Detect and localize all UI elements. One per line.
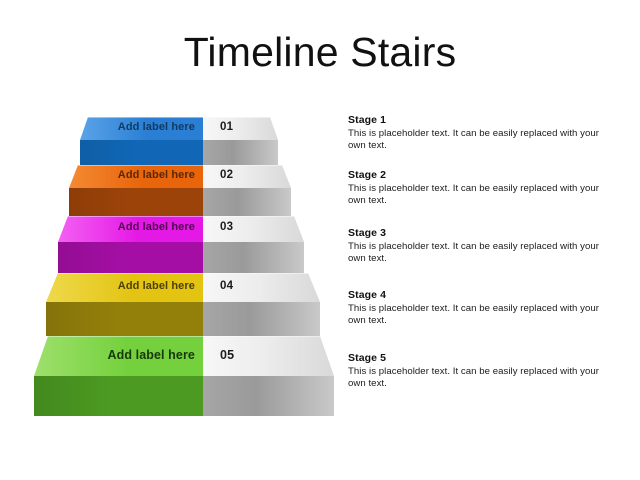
stage-title-3: Stage 3 xyxy=(348,227,387,239)
stage-body-3: This is placeholder text. It can be easi… xyxy=(348,241,600,265)
stair-step-label-03: Add label here xyxy=(117,221,195,233)
stair-step-label-02: Add label here xyxy=(117,168,195,181)
stair-step-number-04: 04 xyxy=(220,279,234,292)
stair-step-number-02: 02 xyxy=(220,168,234,181)
stage-body-4: This is placeholder text. It can be easi… xyxy=(348,303,600,327)
stair-step-label-01: Add label here xyxy=(117,120,195,133)
page-title: Timeline Stairs xyxy=(183,29,457,75)
stair-step-04[interactable]: Add label here 04 xyxy=(46,273,320,336)
stair-step-number-05: 05 xyxy=(220,348,235,362)
stage-block-2: Stage 2 This is placeholder text. It can … xyxy=(348,168,610,208)
stage-body-2: This is placeholder text. It can be easi… xyxy=(348,183,600,207)
stage-title-2: Stage 2 xyxy=(348,169,387,181)
stage-block-1: Stage 1 This is placeholder text. It can … xyxy=(348,113,610,153)
stage-block-5: Stage 5 This is placeholder text. It can … xyxy=(348,351,610,391)
stage-title-4: Stage 4 xyxy=(348,289,387,301)
stage-body-1: This is placeholder text. It can be easi… xyxy=(348,128,600,152)
stair-step-number-03: 03 xyxy=(220,221,234,233)
stair-step-03[interactable]: Add label here 03 xyxy=(58,216,304,273)
stage-block-3: Stage 3 This is placeholder text. It can … xyxy=(348,226,610,266)
stage-title-1: Stage 1 xyxy=(348,114,387,126)
stair-step-02[interactable]: Add label here 02 xyxy=(69,165,291,216)
stair-step-05[interactable]: Add label here 05 xyxy=(34,336,334,416)
stage-block-4: Stage 4 This is placeholder text. It can … xyxy=(348,288,610,328)
stage-title-5: Stage 5 xyxy=(348,352,387,364)
timeline-stairs-graphic: Add label here 01 Add label here 02 xyxy=(34,117,334,416)
stair-step-label-05: Add label here xyxy=(107,348,195,362)
stage-body-5: This is placeholder text. It can be easi… xyxy=(348,366,600,390)
stair-step-number-01: 01 xyxy=(220,120,234,133)
stair-step-01[interactable]: Add label here 01 xyxy=(80,117,278,165)
stair-step-label-04: Add label here xyxy=(117,279,195,292)
